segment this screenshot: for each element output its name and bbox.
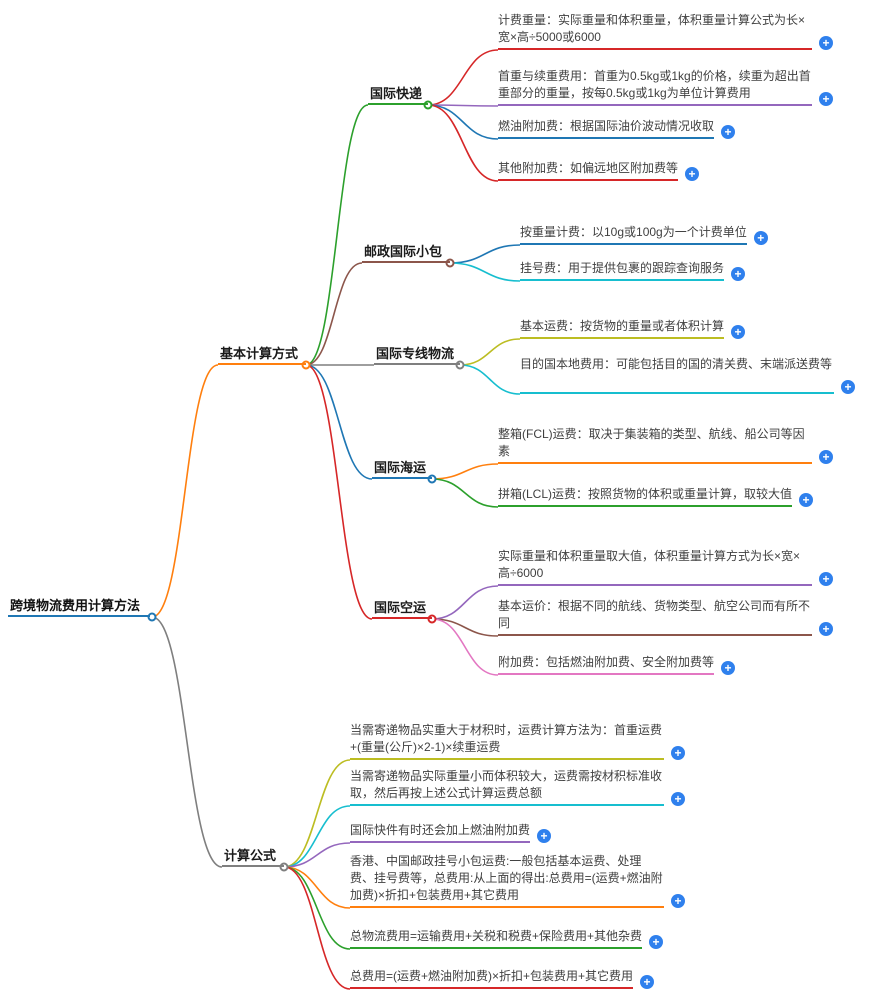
edge-formula-hk-postal [283,866,351,909]
expand-plus-icon[interactable]: + [671,894,685,908]
leaf-label: 实际重量和体积重量取大值，体积重量计算方式为长×宽×高÷6000 [498,548,812,586]
expand-plus-icon[interactable]: + [721,125,736,139]
expand-plus-icon[interactable]: + [537,829,552,843]
node-basic-calculation-methods[interactable]: 基本计算方式 [218,342,306,365]
edge-postal-weight-billing [449,244,521,264]
edge-root-formulas [151,616,223,868]
leaf-formula-hk-postal[interactable]: 香港、中国邮政挂号小包运费:一般包括基本运费、处理费、挂号费等，总费用:从上面的… [350,853,685,908]
node-postal-parcel[interactable]: 邮政国际小包 [362,240,450,263]
leaf-chargeable-weight[interactable]: 实际重量和体积重量取大值，体积重量计算方式为长×宽×高÷6000 + [498,548,833,586]
leaf-formula-fuel[interactable]: 国际快件有时还会加上燃油附加费 + [350,822,552,843]
leaf-label: 基本运价：根据不同的航线、货物类型、航空公司而有所不同 [498,598,812,636]
leaf-label: 国际快件有时还会加上燃油附加费 [350,822,531,843]
leaf-formula-volumetric[interactable]: 当需寄递物品实际重量小而体积较大，运费需按材积标准收取，然后再按上述公式计算运费… [350,768,685,806]
edge-basic-air-freight [305,364,373,620]
leaf-air-surcharges[interactable]: 附加费：包括燃油附加费、安全附加费等 + [498,654,736,675]
branchpoint-root[interactable] [147,612,157,622]
expand-plus-icon[interactable]: + [721,661,736,675]
leaf-lcl-freight[interactable]: 拼箱(LCL)运费：按照货物的体积或重量计算，取较大值 + [498,486,814,507]
expand-plus-icon[interactable]: + [671,792,685,806]
leaf-label: 附加费：包括燃油附加费、安全附加费等 [498,654,715,675]
node-air-freight[interactable]: 国际空运 [372,596,432,619]
edge-sea-fcl [431,463,499,480]
edge-express-other-surcharge [427,104,499,182]
expand-plus-icon[interactable]: + [649,935,664,949]
leaf-label: 按重量计费：以10g或100g为一个计费单位 [520,224,747,245]
node-sea-freight[interactable]: 国际海运 [372,456,432,479]
edge-air-base-rate [431,618,499,637]
edge-basic-intl-express [305,104,369,366]
leaf-weight-billing[interactable]: 按重量计费：以10g或100g为一个计费单位 + [520,224,768,245]
expand-plus-icon[interactable]: + [753,231,768,245]
expand-plus-icon[interactable]: + [685,167,700,181]
edge-air-surcharges [431,618,499,676]
leaf-label: 基本运费：按货物的重量或者体积计算 [520,318,725,339]
leaf-label: 当需寄递物品实重大于材积时，运费计算方法为：首重运费+(重量(公斤)×2-1)×… [350,722,664,760]
leaf-billing-weight[interactable]: 计费重量：实际重量和体积重量，体积重量计算公式为长×宽×高÷5000或6000 … [498,12,833,50]
expand-plus-icon[interactable]: + [819,92,833,106]
leaf-label: 其他附加费：如偏远地区附加费等 [498,160,679,181]
node-dedicated-line[interactable]: 国际专线物流 [374,342,460,365]
leaf-label: 计费重量：实际重量和体积重量，体积重量计算公式为长×宽×高÷5000或6000 [498,12,812,50]
edge-root-basic-methods [151,364,219,618]
leaf-base-freight[interactable]: 基本运费：按货物的重量或者体积计算 + [520,318,746,339]
expand-plus-icon[interactable]: + [819,36,833,50]
expand-plus-icon[interactable]: + [819,622,833,636]
node-calculation-formulas[interactable]: 计算公式 [222,844,284,867]
edge-formula-fuel [283,842,351,868]
leaf-formula-actual-weight[interactable]: 当需寄递物品实重大于材积时，运费计算方法为：首重运费+(重量(公斤)×2-1)×… [350,722,685,760]
edge-formula-total-logistics [283,866,351,950]
leaf-registration-fee[interactable]: 挂号费：用于提供包裹的跟踪查询服务 + [520,260,746,281]
node-root[interactable]: 跨境物流费用计算方法 [8,594,150,617]
edge-sea-lcl [431,478,499,508]
edge-air-chargeable-weight [431,585,499,620]
edge-basic-sea-freight [305,364,373,480]
edge-dedicated-destination-fees [459,364,521,395]
edge-formula-actual-weight [283,759,351,868]
node-intl-express[interactable]: 国际快递 [368,82,428,105]
edge-formula-total-cost [283,866,351,990]
expand-plus-icon[interactable]: + [799,493,814,507]
leaf-first-additional-weight[interactable]: 首重与续重费用：首重为0.5kg或1kg的价格，续重为超出首重部分的重量，按每0… [498,68,833,106]
leaf-destination-fees[interactable]: 目的国本地费用：可能包括目的国的清关费、末端派送费等 + [520,356,855,394]
leaf-label: 目的国本地费用：可能包括目的国的清关费、末端派送费等 [520,356,834,394]
expand-plus-icon[interactable]: + [731,267,746,281]
leaf-label: 总物流费用=运输费用+关税和税费+保险费用+其他杂费 [350,928,643,949]
leaf-formula-total-cost[interactable]: 总费用=(运费+燃油附加费)×折扣+包装费用+其它费用 + [350,968,655,989]
expand-plus-icon[interactable]: + [640,975,655,989]
expand-plus-icon[interactable]: + [671,746,685,760]
expand-plus-icon[interactable]: + [731,325,746,339]
leaf-label: 挂号费：用于提供包裹的跟踪查询服务 [520,260,725,281]
edge-postal-registration-fee [449,262,521,282]
edge-express-billing-weight [427,49,499,106]
leaf-fcl-freight[interactable]: 整箱(FCL)运费：取决于集装箱的类型、航线、船公司等因素 + [498,426,833,464]
leaf-label: 燃油附加费：根据国际油价波动情况收取 [498,118,715,139]
edge-formula-volumetric [283,805,351,868]
leaf-label: 香港、中国邮政挂号小包运费:一般包括基本运费、处理费、挂号费等，总费用:从上面的… [350,853,664,908]
leaf-label: 拼箱(LCL)运费：按照货物的体积或重量计算，取较大值 [498,486,793,507]
edge-basic-postal-parcel [305,262,363,366]
leaf-label: 整箱(FCL)运费：取决于集装箱的类型、航线、船公司等因素 [498,426,812,464]
edge-dedicated-base-freight [459,338,521,366]
leaf-other-surcharge[interactable]: 其他附加费：如偏远地区附加费等 + [498,160,700,181]
expand-plus-icon[interactable]: + [841,380,855,394]
leaf-fuel-surcharge[interactable]: 燃油附加费：根据国际油价波动情况收取 + [498,118,736,139]
leaf-base-rate[interactable]: 基本运价：根据不同的航线、货物类型、航空公司而有所不同 + [498,598,833,636]
edge-express-fuel-surcharge [427,104,499,140]
leaf-label: 当需寄递物品实际重量小而体积较大，运费需按材积标准收取，然后再按上述公式计算运费… [350,768,664,806]
leaf-label: 总费用=(运费+燃油附加费)×折扣+包装费用+其它费用 [350,968,634,989]
leaf-label: 首重与续重费用：首重为0.5kg或1kg的价格，续重为超出首重部分的重量，按每0… [498,68,812,106]
leaf-formula-total-logistics[interactable]: 总物流费用=运输费用+关税和税费+保险费用+其他杂费 + [350,928,664,949]
expand-plus-icon[interactable]: + [819,572,833,586]
expand-plus-icon[interactable]: + [819,450,833,464]
